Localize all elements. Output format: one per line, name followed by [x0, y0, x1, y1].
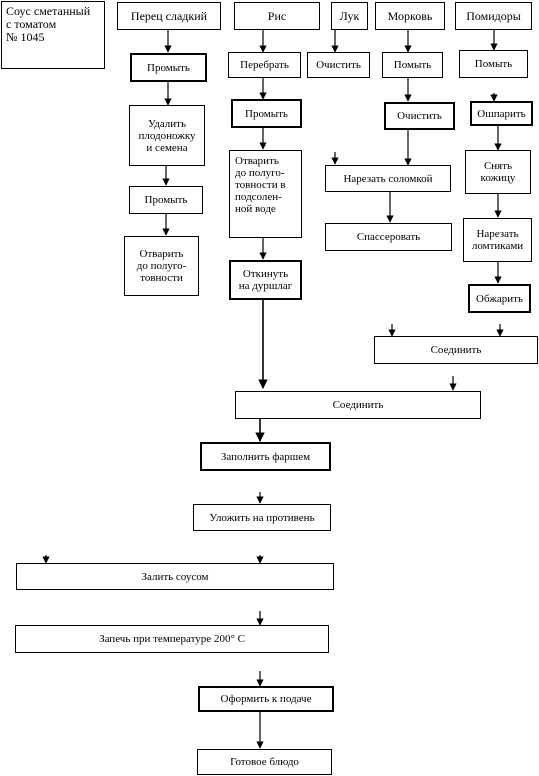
- box-rice-drain: Откинуть на дуршлаг: [229, 260, 302, 300]
- box-carrot-wash: Помыть: [382, 52, 443, 78]
- box-garnish: Оформить к подаче: [198, 686, 334, 712]
- box-rice-sort: Перебрать: [228, 52, 301, 78]
- box-carrot-peel: Очистить: [384, 102, 455, 130]
- box-carrot: Морковь: [375, 2, 445, 30]
- box-pepper: Перец сладкий: [117, 2, 221, 30]
- box-ready: Готовое блюдо: [197, 749, 332, 775]
- box-tomato: Помидоры: [455, 2, 532, 30]
- box-onion-peel: Очистить: [307, 52, 370, 78]
- box-pour: Залить соусом: [16, 563, 334, 590]
- box-rice: Рис: [234, 2, 320, 30]
- box-rice-boil: Отварить до полуго- товности в подсолен-…: [229, 150, 302, 238]
- box-bake: Запечь при температуре 200° С: [15, 625, 329, 653]
- box-rice-wash: Промыть: [231, 99, 302, 128]
- box-pepper-boil: Отварить до полуго- товности: [124, 236, 199, 296]
- box-saute: Спассеровать: [325, 223, 452, 251]
- box-combine-1: Соединить: [374, 336, 538, 364]
- box-tomato-scald: Ошпарить: [470, 101, 533, 126]
- box-pepper-wash2: Промыть: [129, 186, 203, 214]
- box-tomato-wash: Помыть: [459, 50, 528, 78]
- box-combine-2: Соединить: [235, 391, 481, 419]
- box-pepper-wash: Промыть: [130, 53, 207, 82]
- box-onion: Лук: [331, 2, 368, 30]
- box-tomato-fry: Обжарить: [468, 284, 531, 313]
- box-tomato-skin: Снять кожицу: [465, 150, 531, 194]
- box-cut-straw: Нарезать соломкой: [325, 165, 451, 192]
- box-tomato-slice: Нарезать ломтиками: [463, 218, 532, 262]
- box-pepper-remove: Удалить плодоножку и семена: [129, 105, 205, 166]
- box-stuff: Заполнить фаршем: [200, 442, 331, 471]
- box-sauce: Соус сметанный с томатом № 1045: [1, 1, 105, 69]
- box-tray: Уложить на противень: [193, 504, 331, 531]
